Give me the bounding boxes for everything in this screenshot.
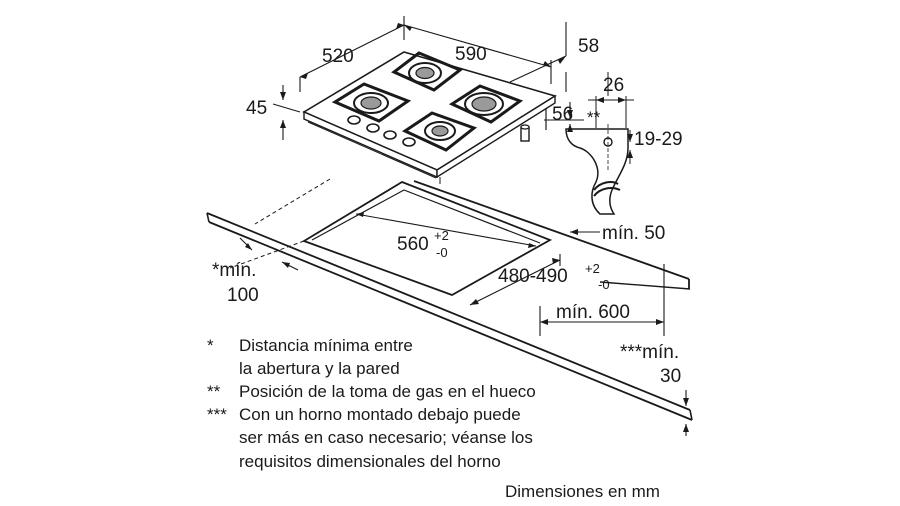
footnote-3-line1: Con un horno montado debajo puede (239, 405, 521, 424)
control-knobs (347, 115, 416, 147)
dim-26-label: 26 (603, 75, 624, 96)
footnote-3-line2: ser más en caso necesario; véanse los (239, 428, 533, 447)
dim-45-label: 45 (246, 98, 267, 119)
footnote-2-line1: Posición de la toma de gas en el hueco (239, 382, 536, 401)
dim-58-label: 58 (578, 36, 599, 57)
burner-right (464, 92, 504, 116)
footnote-3-line3: requisitos dimensionales del horno (239, 452, 501, 471)
dim-56-label: 56 (552, 104, 573, 125)
dim-480-490-label: 480-490 (498, 266, 568, 287)
dim-590-label: 590 (455, 44, 487, 65)
burner-left (353, 92, 389, 114)
pan-support-left (331, 82, 412, 123)
pan-support-front (401, 111, 478, 152)
pan-support-back (391, 51, 463, 92)
min-30-label-line1: ***mín. (620, 342, 679, 363)
dim-19-29-label: 19-29 (634, 129, 683, 150)
footnote-1-marker: * (207, 336, 214, 355)
footnote-3-marker: *** (207, 405, 227, 424)
burner-back (408, 62, 442, 84)
hob-drawing (302, 51, 557, 184)
units-caption: Dimensiones en mm (505, 482, 660, 501)
dim-520-label: 520 (322, 46, 354, 67)
dim-480-tol-minus: -0 (598, 277, 610, 292)
pan-support-right (448, 84, 524, 124)
footnote-1-line1: Distancia mínima entre (239, 336, 413, 355)
hob-side-edge (436, 94, 556, 179)
min-100-label-line2: 100 (227, 285, 259, 306)
burner-front (424, 121, 456, 141)
footnote-2-marker: ** (207, 382, 221, 401)
worktop-drawing (206, 178, 693, 421)
min-100-label-line1: *mín. (212, 260, 256, 281)
dim-560-tol-minus: -0 (436, 245, 448, 260)
min-600-label: mín. 600 (556, 302, 630, 323)
min-30-label-line2: 30 (660, 366, 681, 387)
dimension-arrowheads (245, 23, 689, 432)
side-section-profile (565, 72, 634, 215)
footnote-1-line2: la abertura y la pared (239, 359, 400, 378)
hob-dimension-lines (272, 16, 584, 140)
gas-connector (520, 124, 530, 142)
gas-position-marker: ** (587, 108, 601, 127)
dim-480-tol-plus: +2 (585, 261, 600, 276)
min-50-label: mín. 50 (602, 223, 665, 244)
footnotes: * Distancia mínima entre la abertura y l… (207, 336, 660, 501)
dim-560-tol-plus: +2 (434, 228, 449, 243)
dim-560-label: 560 (397, 234, 429, 255)
dimension-labels: 520 590 58 45 56 26 ** 19-29 560 +2 -0 4… (212, 36, 683, 387)
